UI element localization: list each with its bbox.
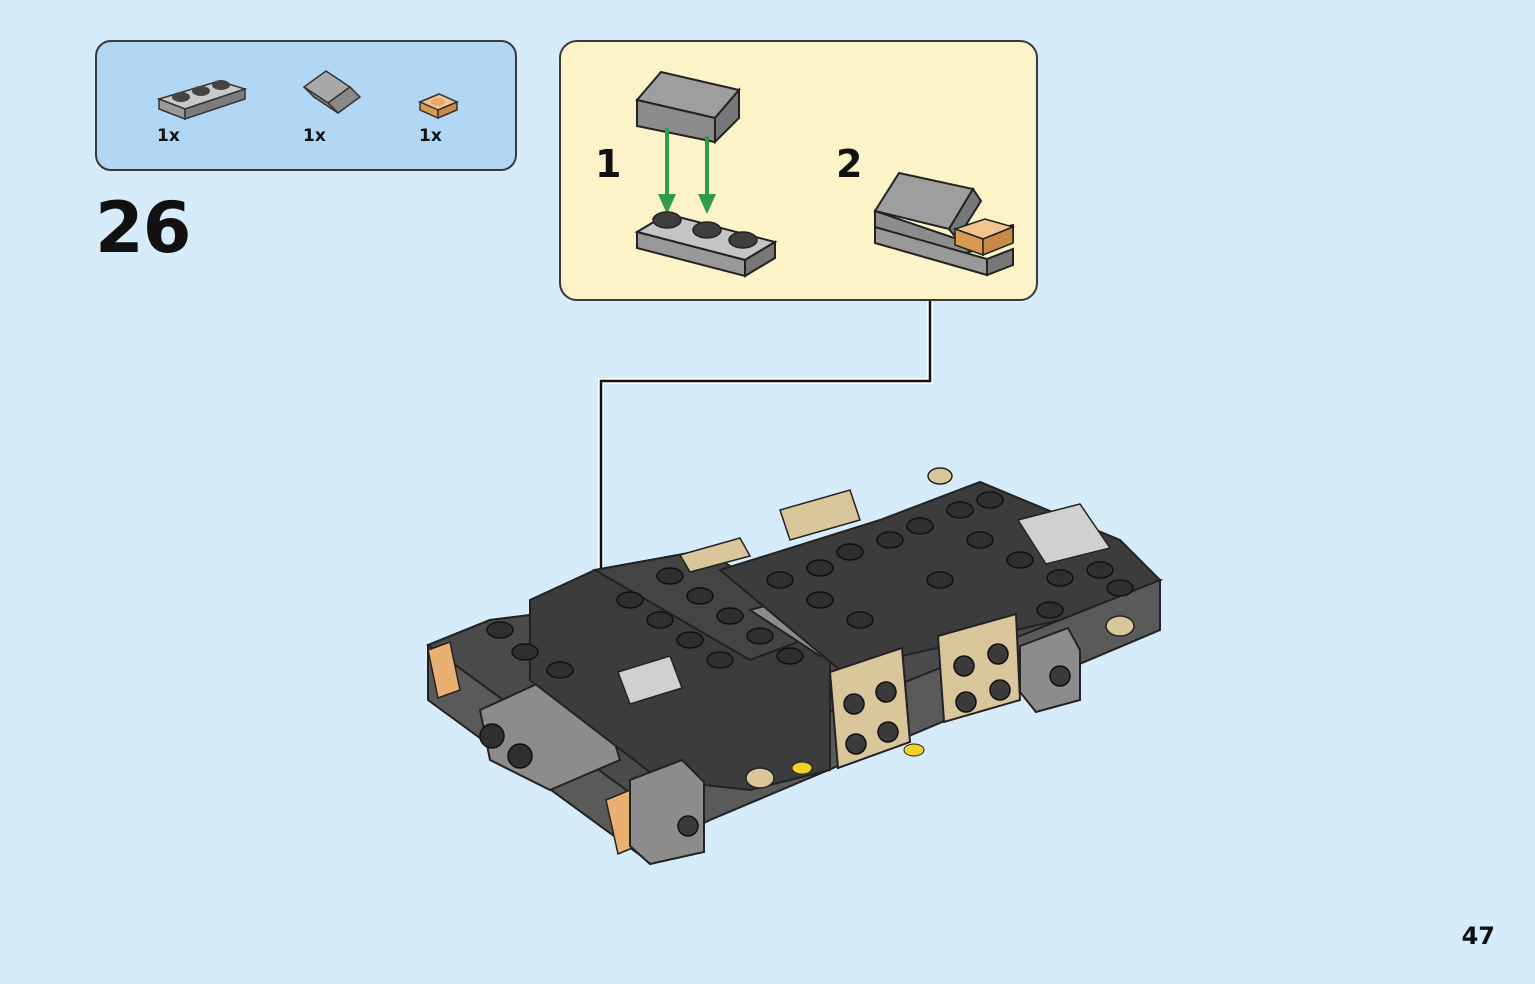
substep-2-illustration (873, 171, 1016, 277)
plate-1x3-icon (156, 80, 248, 121)
substep-number: 2 (836, 142, 863, 186)
tile-1x1-icon (418, 93, 459, 120)
page-number: 47 (1461, 922, 1495, 950)
part-qty: 1x (419, 126, 442, 146)
model-illustration (425, 467, 1164, 866)
slope-1x2-icon (302, 70, 362, 114)
part-qty: 1x (303, 126, 326, 146)
subassembly-box: 1 2 (559, 40, 1038, 301)
step-number: 26 (95, 187, 191, 269)
parts-list-box: 1x 1x 1x (95, 40, 517, 171)
part-qty: 1x (157, 126, 180, 146)
substep-number: 1 (595, 142, 622, 186)
substep-1-illustration (634, 70, 778, 278)
